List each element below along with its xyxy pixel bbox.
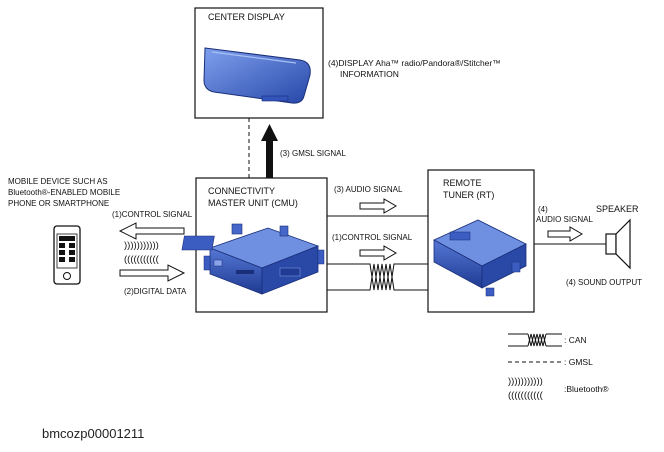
remote-tuner-title-line1: REMOTE	[443, 178, 482, 188]
center-display-screen-icon	[203, 47, 311, 104]
legend-bluetooth-waves-bottom: (((((((((((	[508, 390, 544, 401]
can-line-cmu-rt	[327, 263, 428, 291]
audio-signal-rt-num: (4)	[538, 205, 548, 214]
bluetooth-waves-top: )))))))))))	[124, 240, 159, 251]
legend: : CAN : GMSL ))))))))))) ((((((((((( :Bl…	[508, 333, 609, 401]
digital-data-arrow	[119, 264, 186, 282]
audio-signal-rt-label: AUDIO SIGNAL	[536, 215, 593, 224]
audio-signal-arrow-rt-speaker	[547, 226, 583, 242]
gmsl-signal-label: (3) GMSL SIGNAL	[280, 149, 346, 158]
mobile-description-line2: Bluetooth®-ENABLED MOBILE	[8, 188, 120, 197]
digital-data-label: (2)DIGITAL DATA	[124, 287, 187, 296]
legend-bluetooth-waves-top: )))))))))))	[508, 376, 543, 387]
legend-can-symbol	[508, 333, 562, 347]
mobile-phone-icon	[53, 225, 81, 285]
legend-bluetooth-label: :Bluetooth®	[564, 384, 609, 394]
speaker-icon	[605, 218, 631, 270]
remote-tuner-title-line2: TUNER (RT)	[443, 190, 494, 200]
sound-output-label: (4) SOUND OUTPUT	[566, 278, 642, 287]
control-signal-arrow-cmu-rt	[359, 245, 397, 261]
cmu-title-line2: MASTER UNIT (CMU)	[208, 198, 298, 208]
audio-signal-arrow	[359, 198, 397, 214]
bluetooth-waves-bottom: (((((((((((	[124, 254, 160, 265]
display-info-label-line2: INFORMATION	[340, 69, 399, 79]
cmu-unit-icon	[181, 223, 325, 295]
control-signal-cmu-label: (1)CONTROL SIGNAL	[332, 233, 413, 242]
remote-tuner-box	[427, 169, 535, 313]
speaker-label: SPEAKER	[596, 204, 639, 214]
mobile-description-line1: MOBILE DEVICE SUCH AS	[8, 177, 108, 186]
display-info-label-line1: (4)DISPLAY Aha™ radio/Pandora®/Stitcher™	[328, 58, 501, 68]
document-id: bmcozp00001211	[42, 426, 145, 441]
legend-gmsl-label: : GMSL	[564, 357, 593, 367]
audio-signal-cmu-label: (3) AUDIO SIGNAL	[334, 185, 403, 194]
remote-tuner-unit-icon	[433, 219, 527, 297]
center-display-box	[194, 7, 324, 119]
center-display-title: CENTER DISPLAY	[208, 12, 285, 22]
gmsl-signal-arrow	[261, 124, 278, 178]
mobile-description-line3: PHONE OR SMARTPHONE	[8, 199, 109, 208]
control-signal-mobile-label: (1)CONTROL SIGNAL	[112, 210, 193, 219]
cmu-title-line1: CONNECTIVITY	[208, 186, 275, 196]
control-signal-arrow-mobile	[118, 222, 185, 240]
legend-can-label: : CAN	[564, 335, 587, 345]
